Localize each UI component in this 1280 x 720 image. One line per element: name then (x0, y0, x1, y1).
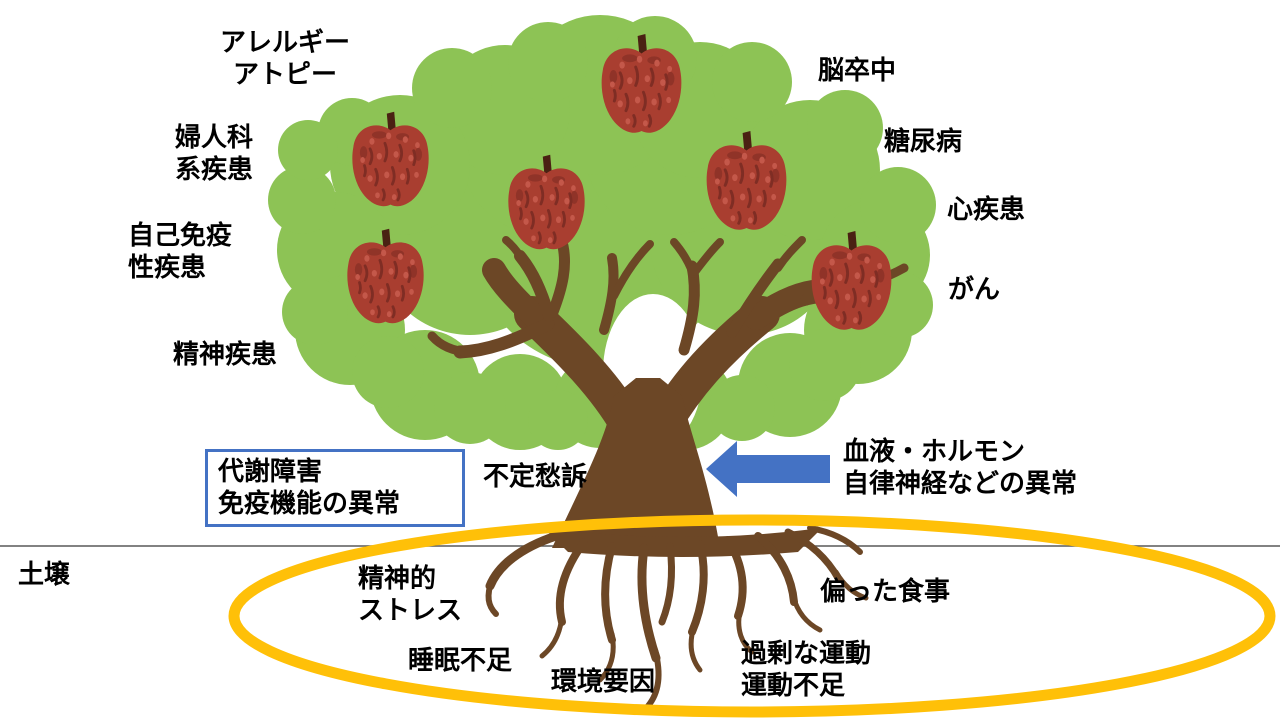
label-stroke: 脳卒中 (818, 55, 897, 85)
metabolic-disorder-box: 代謝障害 免疫機能の異常 (205, 449, 465, 527)
label-nonspecific-complaints: 不定愁訴 (483, 461, 588, 491)
label-sleep-deprivation: 睡眠不足 (408, 645, 513, 675)
label-environmental-factors: 環境要因 (551, 666, 656, 696)
label-blood-hormone: 血液・ホルモン 自律神経などの異常 (843, 436, 1078, 498)
label-unbalanced-diet: 偏った食事 (820, 576, 951, 606)
label-autoimmune: 自己免疫 性疾患 (128, 220, 233, 282)
tree-trunk (427, 236, 909, 548)
label-soil: 土壌 (18, 559, 71, 589)
label-cancer: がん (948, 274, 1001, 304)
label-allergy-atopy: アレルギー アトピー (219, 27, 350, 89)
label-diabetes: 糖尿病 (884, 126, 963, 156)
label-mental-stress: 精神的 ストレス (358, 563, 463, 625)
soil-ellipse (228, 514, 1276, 718)
label-gynecological: 婦人科 系疾患 (175, 122, 254, 184)
tree-roots (485, 525, 869, 709)
label-heart-disease: 心疾患 (947, 194, 1026, 224)
left-arrow-icon (706, 441, 830, 497)
label-psychiatric: 精神疾患 (173, 339, 278, 369)
label-exercise-imbalance: 過剰な運動 運動不足 (741, 638, 872, 700)
